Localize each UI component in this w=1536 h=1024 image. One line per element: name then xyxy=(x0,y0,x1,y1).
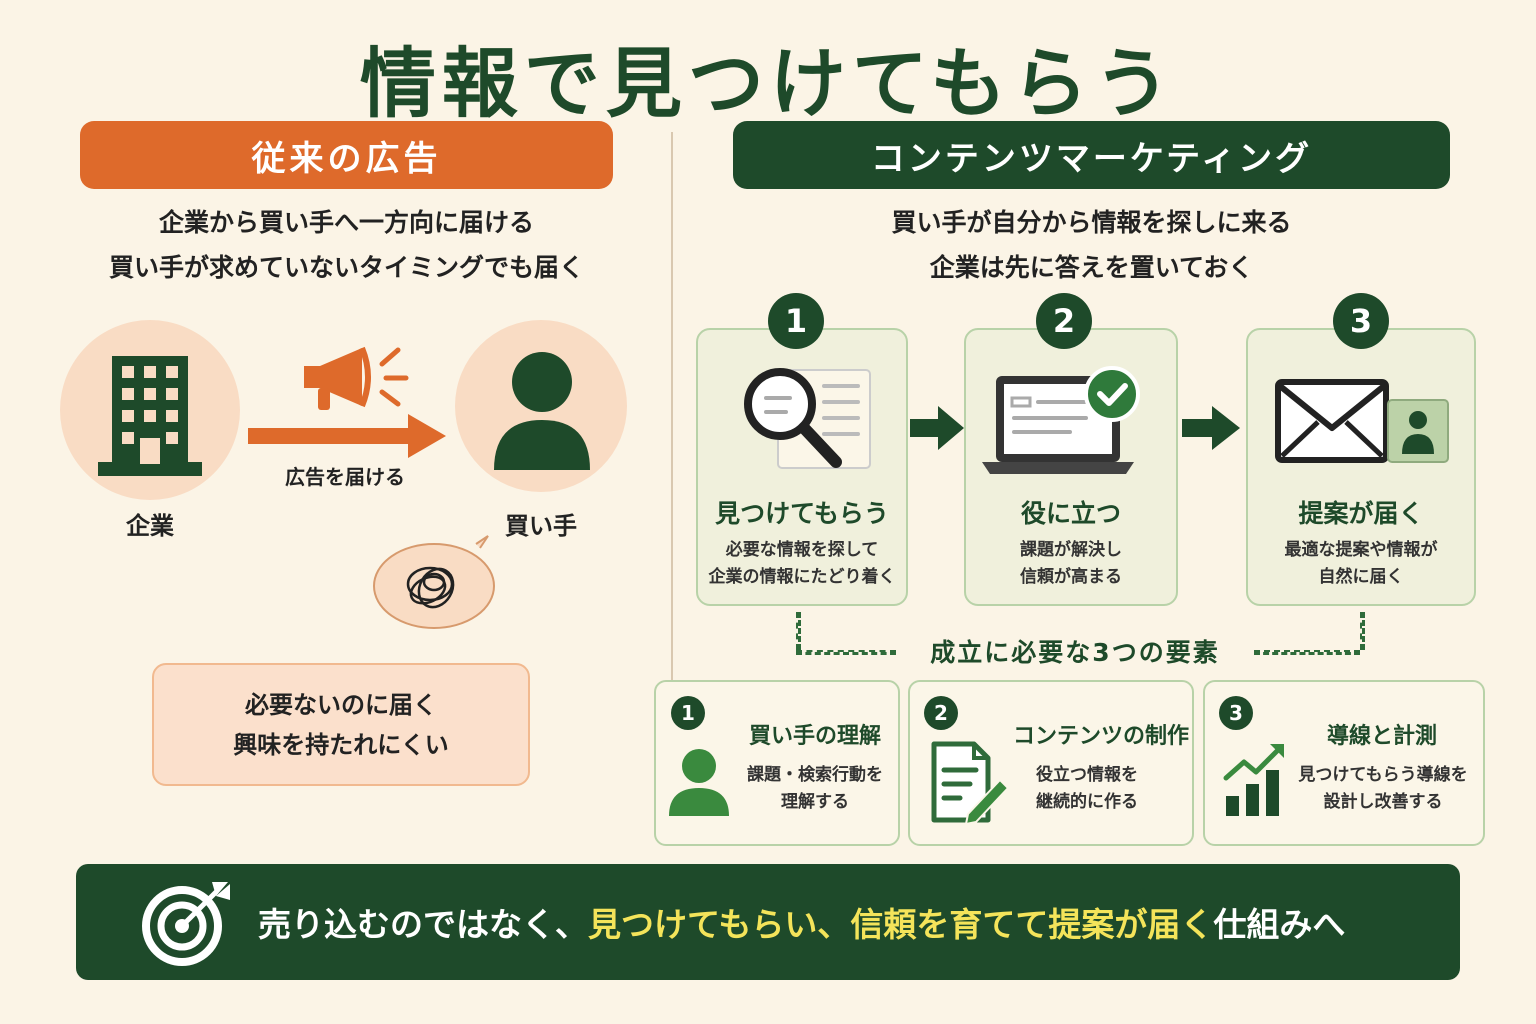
element-title-2: コンテンツの制作 xyxy=(1012,724,1189,749)
negative-line-1: 必要ないのに届く xyxy=(245,690,437,719)
element-desc-2-line-1: 役立つ情報を xyxy=(1036,765,1138,785)
step-desc-1: 必要な情報を探して 企業の情報にたどり着く xyxy=(696,537,908,591)
envelope-profile-icon xyxy=(1275,379,1449,463)
step-desc-3-line-1: 最適な提案や情報が xyxy=(1284,540,1438,560)
element-desc-2: 役立つ情報を 継続的に作る xyxy=(994,762,1180,816)
traditional-desc-line-1: 企業から買い手へ一方向に届ける xyxy=(158,208,534,237)
step-title-2: 役に立つ xyxy=(1020,499,1121,528)
step-number-1: 1 xyxy=(768,293,824,349)
step-card-proposal xyxy=(1246,328,1476,606)
traditional-desc-line-2: 買い手が求めていないタイミングでも届く xyxy=(108,253,584,282)
step-title-3: 提案が届く xyxy=(1298,499,1424,528)
summary-part-3: 仕組みへ xyxy=(1213,905,1346,944)
section-divider xyxy=(671,132,673,832)
content-desc-line-1: 買い手が自分から情報を探しに来る xyxy=(891,208,1292,237)
elements-label: 成立に必要な3つの要素 xyxy=(930,638,1220,667)
growth-chart-icon xyxy=(1223,744,1284,816)
content-desc-line-2: 企業は先に答えを置いておく xyxy=(929,253,1254,282)
flow-arrow-icon xyxy=(1182,406,1240,450)
element-desc-3: 見つけてもらう導線を 設計し改善する xyxy=(1288,762,1478,816)
document-pen-icon xyxy=(931,741,1010,824)
element-number-2: 2 xyxy=(924,696,958,730)
target-icon xyxy=(142,882,230,966)
flow-arrow-icon xyxy=(910,406,964,450)
step-title-1: 見つけてもらう xyxy=(715,499,889,528)
negative-line-2: 興味を持たれにくい xyxy=(233,730,449,759)
element-title-1: 買い手の理解 xyxy=(748,724,881,749)
arrow-label: 広告を届ける xyxy=(285,465,405,489)
building-icon xyxy=(98,356,202,476)
summary-highlight: 見つけてもらい、信頼を育てて提案が届く xyxy=(588,905,1214,944)
tangle-icon xyxy=(373,535,495,629)
laptop-check-icon xyxy=(982,366,1140,474)
dashed-connector-right-h xyxy=(1254,650,1360,655)
element-desc-1-line-2: 理解する xyxy=(781,792,849,812)
element-number-3: 3 xyxy=(1219,696,1253,730)
step-desc-2-line-2: 信頼が高まる xyxy=(1020,567,1122,587)
dashed-connector-left xyxy=(796,612,801,650)
person-icon xyxy=(494,352,590,470)
content-marketing-header: コンテンツマーケティング xyxy=(733,121,1450,189)
element-desc-2-line-2: 継続的に作る xyxy=(1036,792,1138,812)
arrow-right-icon xyxy=(248,414,446,458)
step-desc-3-line-2: 自然に届く xyxy=(1318,567,1404,587)
element-desc-3-line-2: 設計し改善する xyxy=(1323,792,1443,812)
traditional-ad-header: 従来の広告 xyxy=(80,121,613,189)
element-desc-3-line-1: 見つけてもらう導線を xyxy=(1298,765,1468,785)
step-desc-2-line-1: 課題が解決し xyxy=(1020,540,1122,560)
element-number-1: 1 xyxy=(671,696,705,730)
person-icon xyxy=(669,749,729,816)
dashed-connector-right xyxy=(1360,612,1365,650)
summary-banner xyxy=(76,864,1460,980)
summary-message: 売り込むのではなく、見つけてもらい、信頼を育てて提案が届く仕組みへ xyxy=(258,864,1448,980)
step-number-3: 3 xyxy=(1333,293,1389,349)
dashed-connector-left-h xyxy=(796,650,896,655)
step-desc-2: 課題が解決し 信頼が高まる xyxy=(964,537,1178,591)
company-label: 企業 xyxy=(126,512,174,540)
megaphone-icon xyxy=(304,346,409,410)
magnifier-document-icon xyxy=(744,368,871,469)
element-desc-1-line-1: 課題・検索行動を xyxy=(747,765,883,785)
summary-part-1: 売り込むのではなく、 xyxy=(258,905,588,944)
step-desc-1-line-1: 必要な情報を探して xyxy=(725,540,879,560)
content-marketing-description: 買い手が自分から情報を探しに来る 企業は先に答えを置いておく xyxy=(733,200,1450,290)
negative-result-box: 必要ないのに届く 興味を持たれにくい xyxy=(152,663,530,786)
element-desc-1: 課題・検索行動を 理解する xyxy=(730,762,900,816)
buyer-label: 買い手 xyxy=(505,512,577,540)
page-title: 情報で見つけてもらう xyxy=(359,39,1177,128)
step-number-2: 2 xyxy=(1036,293,1092,349)
traditional-ad-description: 企業から買い手へ一方向に届ける 買い手が求めていないタイミングでも届く xyxy=(80,200,613,290)
element-title-3: 導線と計測 xyxy=(1326,724,1437,749)
step-desc-1-line-2: 企業の情報にたどり着く xyxy=(708,567,896,587)
step-desc-3: 最適な提案や情報が 自然に届く xyxy=(1246,537,1476,591)
